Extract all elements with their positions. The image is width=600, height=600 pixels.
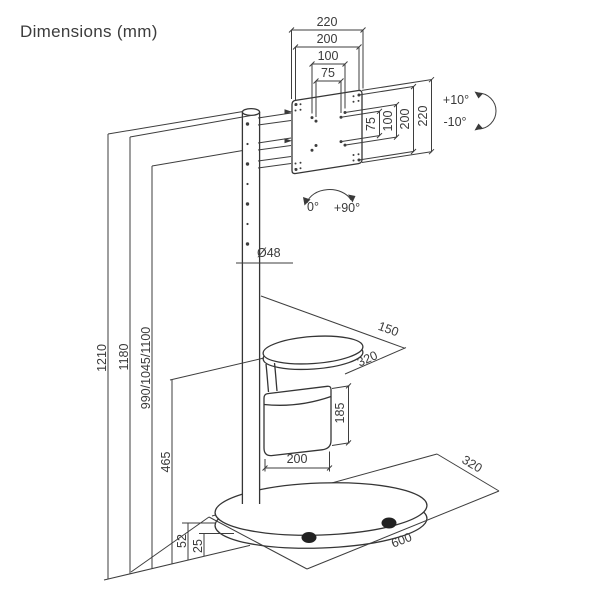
mount-arms (257, 109, 292, 169)
height-dimensions: 1210 1180 990/1045/1100 465 52 25 (95, 111, 265, 581)
swivel-arc-icon (306, 189, 352, 204)
swivel-annotation: 0° +90° (303, 189, 360, 215)
dim-bracket-width: 200 (287, 452, 308, 466)
base-plate (214, 482, 428, 549)
shelf-top (262, 335, 364, 365)
shelf-bracket-arm (265, 363, 270, 393)
shelf-bracket-arm (273, 362, 278, 392)
pole (241, 107, 261, 504)
pole-top-cap (241, 107, 261, 117)
caster-wheel (301, 532, 317, 543)
tilt-down-label: -10° (443, 115, 466, 129)
dim-vesa-width-220: 220 (317, 15, 338, 29)
dim-bracket-height: 185 (333, 403, 347, 424)
dim-shelf-depth: 150 (376, 319, 400, 339)
dim-pole-diameter: Ø48 (257, 246, 281, 260)
dim-vesa-width-100: 100 (318, 49, 339, 63)
vesa-pattern-holes (294, 93, 361, 171)
caster-wheel (381, 517, 397, 529)
media-bracket-rim (263, 395, 332, 406)
tilt-annotation: +10° -10° (443, 91, 497, 131)
dim-vesa-height-200: 200 (398, 109, 412, 130)
bracket-dimensions: 185 200 (262, 383, 352, 472)
dim-vesa-width-75: 75 (321, 66, 335, 80)
dim-height-pole: 1180 (117, 344, 131, 371)
dim-base-width: 600 (389, 530, 414, 551)
base-top-surface (214, 482, 428, 536)
arm-arrow-icon (284, 138, 292, 144)
dim-vesa-height-220: 220 (416, 106, 430, 127)
dim-height-clearance: 25 (191, 539, 205, 553)
page-title: Dimensions (mm) (20, 22, 158, 41)
swivel-min-label: 0° (307, 200, 319, 214)
dim-height-total: 1210 (95, 344, 109, 372)
pole-adjustment-holes (245, 122, 250, 246)
dim-base-depth: 320 (460, 453, 485, 476)
dim-vesa-width-200: 200 (317, 32, 338, 46)
caster-wheels (301, 517, 397, 543)
shelf (262, 335, 364, 393)
dim-height-shelf: 465 (159, 452, 173, 473)
tilt-up-label: +10° (443, 93, 469, 107)
media-bracket (263, 385, 332, 457)
tilt-arc-icon (477, 92, 497, 130)
arm-arrow-icon (284, 109, 292, 115)
dim-height-base: 52 (175, 534, 189, 548)
vesa-width-dimensions: 220 200 100 75 (288, 15, 366, 117)
pole-diameter-dimension: Ø48 (236, 246, 293, 264)
dim-vesa-height-75: 75 (364, 117, 378, 131)
dim-vesa-height-100: 100 (381, 111, 395, 132)
vesa-plate (291, 89, 363, 175)
swivel-max-label: +90° (334, 201, 360, 215)
vesa-height-dimensions: 75 100 200 220 (340, 76, 435, 163)
dim-height-vesa-center: 990/1045/1100 (139, 327, 153, 410)
